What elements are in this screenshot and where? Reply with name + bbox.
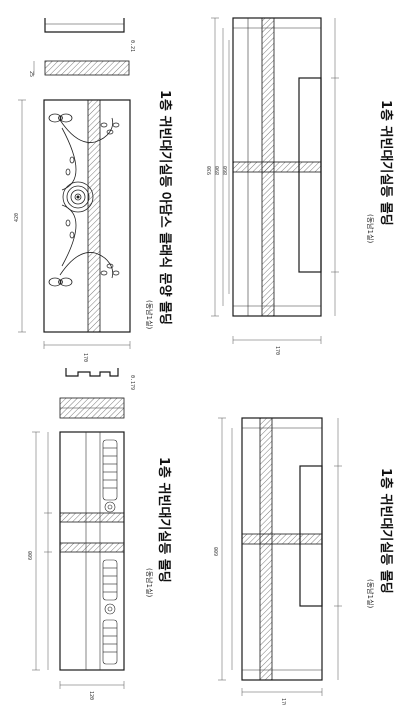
swag-garland-bottom [59,252,114,279]
dim-overall-4: 600 [214,547,220,556]
inner-panel-4 [299,465,323,607]
section-hatch-1 [44,60,130,76]
swag-garland-top [59,117,114,143]
title-moulding-top-right: 1층 귀빈대기실등 몰딩 [378,100,394,226]
dim-overall-2: 930 [207,166,213,175]
panel-adam-moulding: 0.21 25 [14,18,173,362]
elevation-outline-4 [241,417,323,681]
title-moulding-bottom-right: 1층 귀빈대기실등 몰딩 [378,468,394,594]
subtitle-adam-moulding: (동남1실) [145,300,154,330]
thickness-label-3: 0.179 [129,375,135,390]
svg-text:25: 25 [28,71,34,77]
hatched-band-4b [241,533,323,545]
dim-overall-1: 420 [14,213,20,222]
dim-width-1: 170 [82,353,88,362]
hatched-band-3a [59,512,125,523]
dim-outer-2: 890 [215,166,221,175]
bead-ornament-column [102,439,118,665]
panel-moulding-bottom-right: 600 170 1층 귀빈대기실등 몰딩 (동남1실) [214,417,394,705]
dim-width-4: 170 [280,698,286,705]
inner-panel-2 [298,77,322,273]
dim-inner-2: 860 [223,166,229,175]
section-profile-3: 0.179 [65,368,135,390]
hatched-band-2b [232,161,322,173]
hatched-band-1 [87,99,101,333]
title-adam-moulding: 1층 귀빈대기실등 아담스 클래식 문양 몰딩 [157,90,173,325]
hatched-band-3b [59,542,125,553]
panel-moulding-top-right: 930 890 860 170 1층 귀빈대기실등 몰딩 (동남1실) [207,17,394,355]
thickness-label-1: 0.21 [129,40,135,52]
bow-ornament-top [48,113,73,123]
subtitle-moulding-bottom-right: (동남1실) [366,579,375,609]
hatched-band-4a [259,417,273,681]
subtitle-moulding-bottom-left: (동남1실) [145,568,154,598]
section-profile-1: 0.21 [44,18,135,52]
title-moulding-bottom-left: 1층 귀빈대기실등 몰딩 [156,457,172,583]
dim-overall-3: 600 [28,551,34,560]
dim-width-3: 120 [88,691,94,700]
panel-moulding-bottom-left: 0.179 600 [28,368,172,700]
elevation-outline-1 [43,99,131,333]
leaf-beads [65,122,120,276]
subtitle-moulding-top-right: (동남1실) [366,214,375,244]
bow-ornament-bottom [48,277,73,287]
rosette-ornament [62,181,94,213]
dim-width-2: 170 [274,346,280,355]
